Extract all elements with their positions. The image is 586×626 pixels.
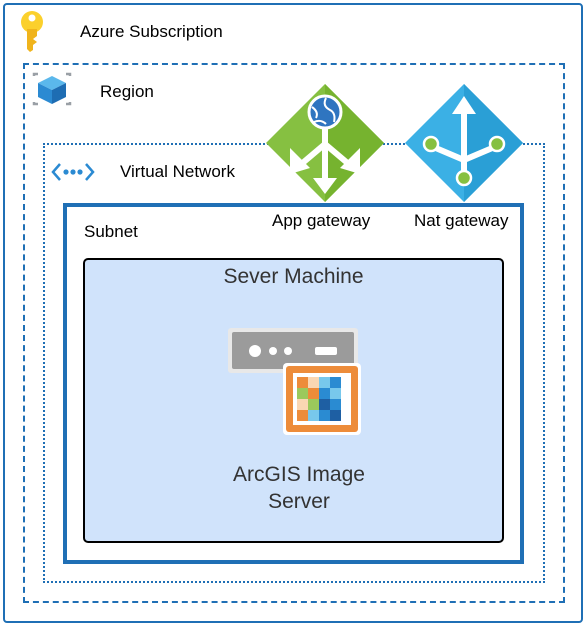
region-container bbox=[23, 63, 565, 603]
vnet-icon bbox=[51, 163, 95, 181]
key-icon bbox=[21, 11, 43, 52]
arcgis-label-line2: Server bbox=[268, 490, 330, 513]
app-gateway-label: App gateway bbox=[272, 211, 371, 230]
subscription-label: Azure Subscription bbox=[80, 22, 223, 41]
nat-gateway-label: Nat gateway bbox=[414, 211, 509, 230]
app-gateway-icon bbox=[266, 84, 384, 202]
server-machine-title: Sever Machine bbox=[223, 265, 364, 288]
nat-gateway-icon bbox=[405, 84, 523, 202]
region-label: Region bbox=[100, 82, 154, 101]
virtual-network-label: Virtual Network bbox=[120, 162, 235, 181]
azure-subscription-container bbox=[3, 3, 583, 623]
region-cube-icon bbox=[32, 72, 72, 106]
arcgis-server-icon bbox=[228, 328, 361, 435]
subnet-label: Subnet bbox=[84, 222, 138, 241]
arcgis-label-line1: ArcGIS Image bbox=[233, 463, 365, 486]
